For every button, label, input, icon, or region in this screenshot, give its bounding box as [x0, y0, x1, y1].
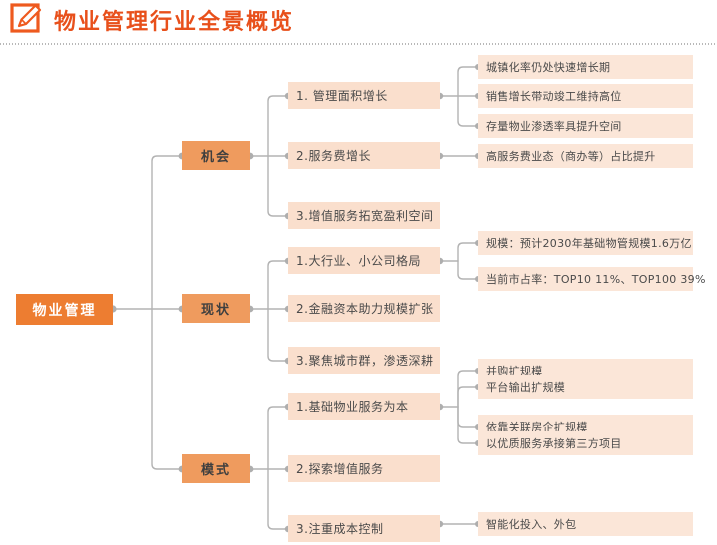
page-header: 物业管理行业全景概览 — [0, 0, 717, 45]
leaf-model-1-2[interactable]: 平台输出扩规模 — [478, 375, 693, 399]
node-opportunity-1[interactable]: 1. 管理面积增长 — [288, 82, 440, 109]
node-branch-model[interactable]: 模式 — [182, 454, 250, 483]
leaf-model-1-4[interactable]: 以优质服务承接第三方项目 — [478, 431, 693, 455]
page-title: 物业管理行业全景概览 — [54, 10, 295, 35]
pencil-edit-icon — [10, 3, 42, 35]
node-model-1[interactable]: 1.基础物业服务为本 — [288, 393, 440, 420]
leaf-model-3-1[interactable]: 智能化投入、外包 — [478, 512, 693, 536]
leaf-opportunity-1-3[interactable]: 存量物业渗透率具提升空间 — [478, 114, 693, 138]
header-divider — [0, 43, 717, 45]
node-status-3[interactable]: 3.聚焦城市群，渗透深耕 — [288, 347, 440, 374]
node-branch-status[interactable]: 现状 — [182, 294, 250, 323]
leaf-opportunity-1-2[interactable]: 销售增长带动竣工维持高位 — [478, 84, 693, 108]
node-opportunity-2[interactable]: 2.服务费增长 — [288, 142, 440, 169]
leaf-opportunity-2-1[interactable]: 高服务费业态（商办等）占比提升 — [478, 144, 693, 168]
mindmap-canvas: 物业管理 机会 现状 模式 1. 管理面积增长 2.服务费增长 3.增值服务拓宽… — [0, 45, 717, 545]
node-root[interactable]: 物业管理 — [16, 294, 113, 325]
leaf-status-1-1[interactable]: 规模：预计2030年基础物管规模1.6万亿 — [478, 231, 693, 255]
node-status-1[interactable]: 1.大行业、小公司格局 — [288, 247, 440, 274]
node-branch-opportunity[interactable]: 机会 — [182, 141, 250, 170]
node-status-2[interactable]: 2.金融资本助力规模扩张 — [288, 295, 440, 322]
leaf-status-1-2[interactable]: 当前市占率：TOP10 11%、TOP100 39% — [478, 267, 705, 291]
leaf-opportunity-1-1[interactable]: 城镇化率仍处快速增长期 — [478, 55, 693, 79]
node-model-3[interactable]: 3.注重成本控制 — [288, 515, 440, 542]
node-model-2[interactable]: 2.探索增值服务 — [288, 455, 440, 482]
node-opportunity-3[interactable]: 3.增值服务拓宽盈利空间 — [288, 202, 440, 229]
